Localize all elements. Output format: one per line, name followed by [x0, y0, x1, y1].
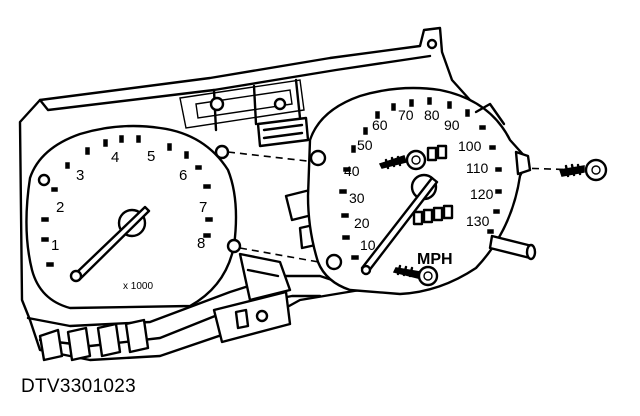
speedo-number: 80 — [424, 107, 440, 123]
speedo-number: 40 — [344, 163, 360, 179]
tachometer-gauge: 1 2 3 4 5 6 7 8 x 1000 — [25, 124, 242, 310]
speedo-number: 50 — [357, 137, 373, 153]
tach-mount-hole-icon — [214, 144, 230, 160]
speedo-number: 120 — [470, 186, 494, 202]
tach-number: 6 — [179, 167, 187, 184]
tach-number: 3 — [76, 167, 84, 184]
tach-mount-hole-icon — [37, 173, 51, 187]
screw-icon — [559, 158, 608, 182]
tach-tick-marks — [41, 135, 213, 267]
speedo-number: 60 — [372, 117, 388, 133]
tach-number: 1 — [51, 237, 59, 254]
tach-mount-hole-icon — [226, 238, 242, 254]
speedo-number: 10 — [360, 237, 376, 253]
speedo-mount-hole-icon — [309, 149, 327, 167]
tach-number: 7 — [199, 199, 207, 216]
speedo-number: 30 — [349, 190, 365, 206]
tach-number: 2 — [56, 199, 64, 216]
tach-number: 4 — [111, 149, 119, 166]
speedo-tick-marks — [339, 97, 502, 260]
speedo-mount-hole-icon — [325, 253, 343, 271]
screws — [378, 149, 608, 287]
screw-icon — [392, 264, 439, 287]
odometer-windows — [412, 144, 454, 226]
speedo-unit-label: MPH — [417, 251, 453, 268]
speedo-number: 100 — [458, 138, 482, 154]
tach-number: 5 — [147, 148, 155, 165]
speedo-number: 90 — [444, 117, 460, 133]
screw-icon — [378, 149, 427, 171]
trip-reset-knob — [488, 234, 534, 260]
speedo-number: 130 — [466, 213, 490, 229]
speedo-number: 20 — [354, 215, 370, 231]
tach-multiplier-label: x 1000 — [123, 281, 153, 292]
tach-number: 8 — [197, 235, 205, 252]
speedo-number: 110 — [466, 160, 489, 176]
speedo-number: 70 — [398, 107, 414, 123]
figure-code-label: DTV3301023 — [21, 376, 136, 397]
speedometer-gauge: 10 20 30 40 50 60 70 80 90 100 110 120 1… — [306, 86, 537, 296]
